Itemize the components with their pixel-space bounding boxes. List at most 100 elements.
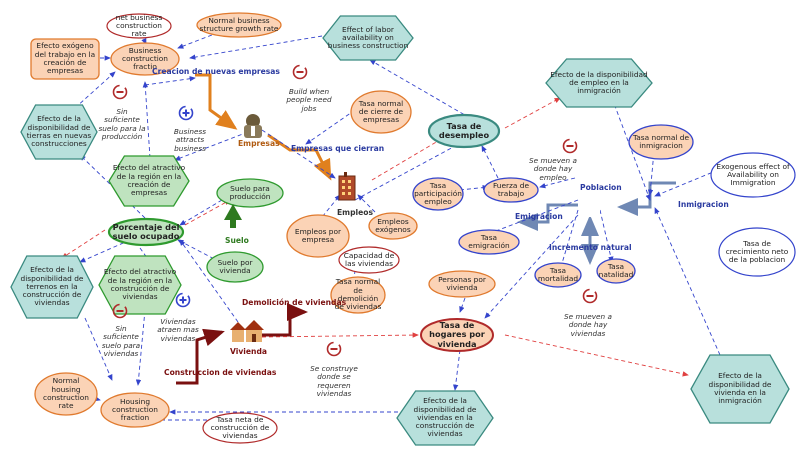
node-label: Exogenous effect of Availability on Immi…	[716, 161, 790, 188]
node-label: Efecto del atractivo de la región en la …	[103, 267, 177, 302]
node-normal-housing: Normal housing construction rate	[34, 372, 98, 416]
annotation-mueven-empleo: Se mueven a donde hay empleo	[529, 156, 577, 182]
node-shape	[196, 12, 282, 38]
node-efecto-terrenos-viv: Efecto de la disponibilidad de terrenos …	[10, 255, 94, 319]
node-label: Tasa neta de construcción de viviendas	[210, 414, 270, 441]
poblacion-stock-icon	[580, 197, 600, 217]
node-shape	[100, 392, 170, 428]
node-shape	[30, 38, 100, 80]
link-35	[484, 214, 579, 319]
pipe-empresas-cierran	[267, 133, 332, 181]
red-link-3	[61, 229, 106, 259]
annotation-mueven-vivienda: Se mueven a donde hay viviendas	[564, 312, 612, 338]
node-shape	[202, 412, 278, 444]
link-13	[481, 145, 499, 179]
link-5	[144, 76, 196, 86]
annotation-sin-suelo-produccion: Sin suficiente suelo para la producción	[98, 107, 146, 142]
link-34	[459, 297, 466, 313]
node-label: Tasa mortalidad	[537, 265, 579, 283]
node-normal-business: Normal business structure growth rate	[196, 12, 282, 38]
node-label: Efecto de la disponibilidad de tierras e…	[26, 114, 92, 149]
link-12	[369, 59, 471, 119]
flow-inmigracion: Inmigracion	[678, 200, 729, 209]
node-label: Empleos exógenos	[375, 216, 411, 234]
link-15	[539, 177, 576, 189]
node-efecto-exogeno: Efecto exógeno del trabajo en la creació…	[30, 38, 100, 80]
node-label: Tasa normal de demolición de viviendas	[334, 277, 382, 312]
node-shape	[628, 124, 694, 160]
negative-loop-icon	[582, 288, 598, 304]
node-label: Normal housing construction rate	[43, 376, 89, 411]
node-tasa-participacion: Tasa participación empleo	[412, 177, 464, 211]
node-shape	[718, 227, 796, 277]
link-9	[174, 131, 249, 161]
link-4	[189, 35, 323, 60]
node-shape	[368, 212, 418, 240]
node-label: Tasa de desempleo	[438, 120, 490, 140]
link-14	[459, 184, 489, 191]
node-net-business: net business construction rate	[106, 13, 172, 39]
red-link-6	[504, 334, 689, 377]
node-shape	[420, 318, 494, 352]
node-suelo-produccion: Suelo para producción	[216, 178, 284, 208]
node-tasa-hogares: Tasa de hogares por vivienda	[420, 318, 494, 352]
node-shape	[107, 217, 185, 247]
node-shape	[322, 15, 414, 61]
node-effect-labor: Effect of labor availability on business…	[322, 15, 414, 61]
node-label: Tasa natalidad	[598, 261, 634, 279]
node-capacidad-viviendas: Capacidad de las viviendas	[338, 246, 400, 274]
node-shape	[338, 246, 400, 274]
pipe-construccion-viv	[176, 328, 225, 385]
node-efecto-atractivo-viv: Efecto del atractivo de la región en la …	[98, 255, 182, 315]
suelo-stock-icon	[224, 204, 242, 228]
node-shape	[330, 276, 386, 314]
negative-loop-icon	[292, 64, 308, 80]
negative-loop-icon	[326, 341, 342, 357]
node-shape	[20, 104, 98, 160]
node-shape	[106, 13, 172, 39]
node-tasa-natalidad: Tasa natalidad	[596, 258, 636, 284]
node-tasa-desempleo: Tasa de desempleo	[427, 113, 501, 149]
node-shape	[350, 90, 412, 134]
link-6	[142, 81, 151, 159]
node-shape	[98, 255, 182, 315]
link-24	[599, 209, 614, 263]
flow-empresas-cierran: Empresas que cierran	[291, 144, 385, 153]
node-label: Porcentaje del suelo ocupado	[112, 221, 180, 241]
pipe-demolicion	[262, 303, 308, 337]
node-label: Capacidad de las viviendas	[343, 250, 395, 268]
node-label: Fuerza de trabajo	[492, 180, 530, 198]
link-39	[654, 207, 721, 356]
negative-loop-icon	[112, 84, 128, 100]
vivienda-stock-label: Vivienda	[230, 347, 268, 356]
flow-construccion-viv: Construccion de viviendas	[164, 368, 277, 377]
node-personas-vivienda: Personas por vivienda	[428, 270, 496, 298]
node-label: Efecto de la disponibilidad de empleo en…	[550, 69, 648, 96]
link-30	[135, 309, 146, 386]
node-label: Tasa de hogares por vivienda	[429, 320, 485, 349]
node-label: Efecto de la disponibilidad de viviendas…	[413, 396, 477, 439]
negative-loop-icon	[112, 303, 128, 319]
node-tasa-neta-viv: Tasa neta de construcción de viviendas	[202, 412, 278, 444]
node-suelo-vivienda: Suelo por vivienda	[206, 251, 264, 283]
link-7	[74, 71, 116, 109]
flow-creacion-empresas: Creacion de nuevas empresas	[152, 67, 280, 76]
node-shape	[690, 354, 790, 424]
node-label: Efecto de la disponibilidad de terrenos …	[20, 265, 84, 308]
node-efecto-atractivo-empresas: Efecto del atractivo de la región en la …	[108, 155, 190, 207]
node-efecto-viviendas-constr: Efecto de la disponibilidad de viviendas…	[396, 390, 494, 446]
positive-loop-icon	[178, 105, 194, 121]
empleos-stock-label: Empleos	[337, 208, 374, 217]
node-label: Empleos por empresa	[294, 226, 342, 244]
node-business-fraction: Business construction fractio	[110, 42, 180, 76]
node-label: Efecto de la disponibilidad de vivienda …	[708, 371, 772, 406]
node-shape	[458, 229, 520, 255]
node-tasa-cierre: Tasa normal de cierre de empresas	[350, 90, 412, 134]
link-21	[654, 169, 719, 197]
node-label: Efecto del atractivo de la región en la …	[112, 163, 186, 198]
node-porcentaje-suelo: Porcentaje del suelo ocupado	[107, 217, 185, 247]
node-label: Efecto exógeno del trabajo en la creació…	[34, 41, 96, 76]
annotation-sin-suelo-viviendas: Sin suficiente suelo para viviendas	[101, 324, 141, 359]
node-shape	[286, 214, 350, 258]
